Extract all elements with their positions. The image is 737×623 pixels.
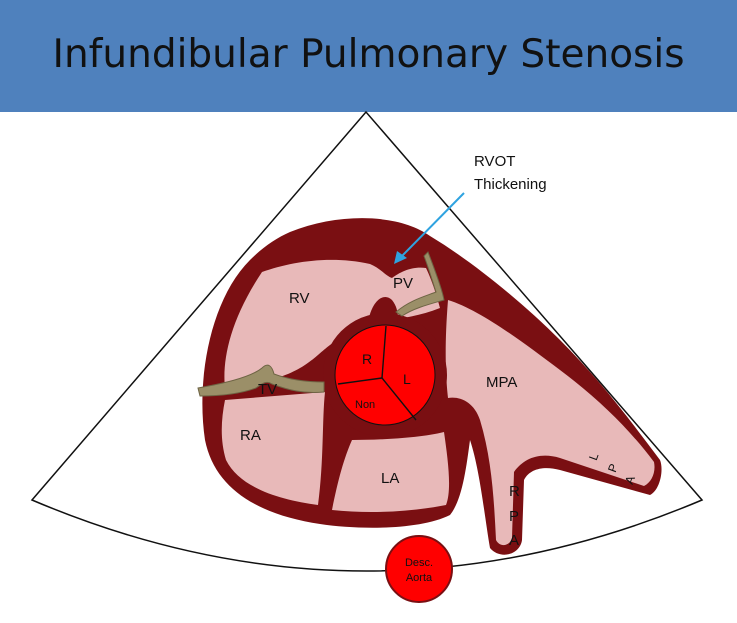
label-ra: RA bbox=[240, 427, 261, 444]
label-pv: PV bbox=[393, 275, 413, 292]
aortic-valve bbox=[334, 324, 436, 426]
rv-chamber bbox=[224, 259, 440, 388]
aortic-cusp-line bbox=[381, 377, 417, 421]
pulmonary-valve bbox=[395, 251, 445, 317]
aortic-cusp-line bbox=[337, 377, 383, 385]
page-title: Infundibular Pulmonary Stenosis bbox=[52, 31, 685, 77]
annotation-line2: Thickening bbox=[474, 176, 547, 193]
annotation-arrow-line bbox=[399, 192, 465, 259]
ra-chamber bbox=[221, 392, 325, 505]
la-chamber bbox=[332, 432, 450, 513]
label-aortic-l: L bbox=[403, 371, 411, 387]
descending-aorta bbox=[385, 535, 453, 603]
label-desc-aorta-1: Desc. bbox=[405, 557, 433, 569]
label-rpa-p: P bbox=[509, 508, 519, 525]
label-aortic-non: Non bbox=[355, 399, 375, 411]
aortic-root-tip bbox=[368, 296, 398, 328]
label-lpa-l: L bbox=[586, 451, 602, 462]
annotation-line1: RVOT bbox=[474, 153, 515, 170]
annotation-arrow-head bbox=[394, 251, 407, 264]
label-aortic-r: R bbox=[362, 351, 372, 367]
label-tv: TV bbox=[258, 381, 277, 398]
title-banner: Infundibular Pulmonary Stenosis bbox=[0, 0, 737, 112]
label-rpa-r: R bbox=[509, 483, 520, 500]
label-rv: RV bbox=[289, 290, 310, 307]
label-rpa-a: A bbox=[509, 532, 519, 549]
label-la: LA bbox=[381, 470, 399, 487]
aortic-cusp-line bbox=[381, 325, 387, 379]
tricuspid-valve bbox=[197, 364, 325, 397]
mpa-chamber bbox=[445, 300, 655, 546]
label-mpa: MPA bbox=[486, 374, 517, 391]
label-desc-aorta-2: Aorta bbox=[406, 572, 433, 584]
